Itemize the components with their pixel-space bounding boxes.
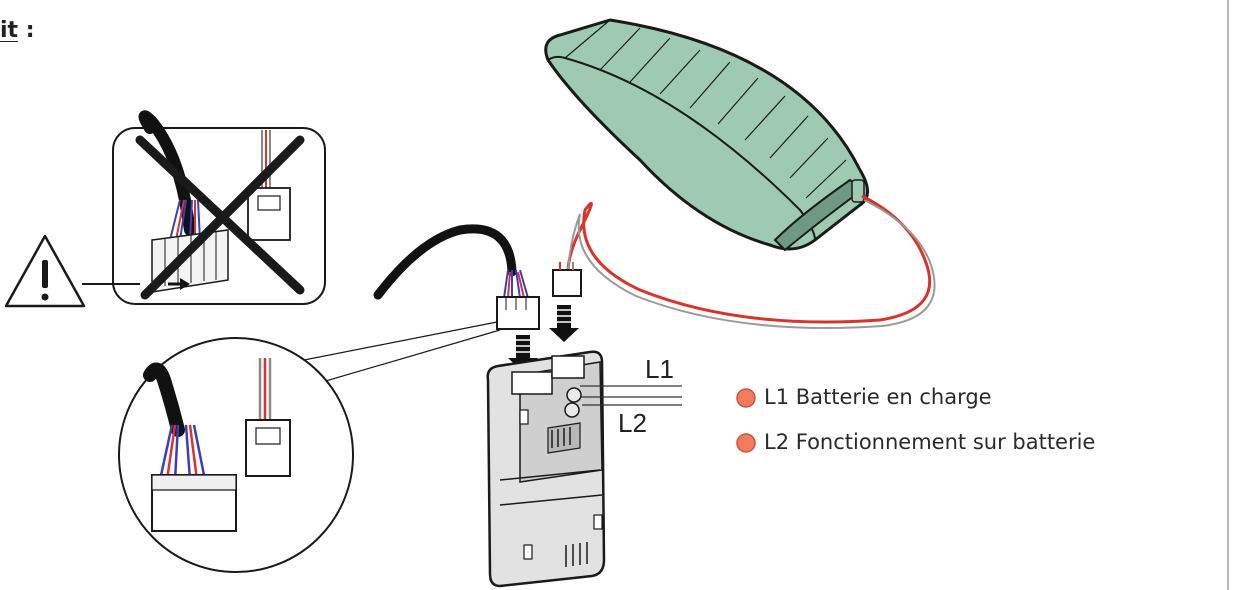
legend-l2: L2 Fonctionnement sur batterie xyxy=(764,430,1096,454)
zoom-detail xyxy=(118,321,501,573)
battery-module xyxy=(486,350,606,588)
page-heading: it : xyxy=(0,18,35,43)
heading-colon: : xyxy=(18,18,35,43)
battery-connector xyxy=(552,262,582,297)
led-indicator-l1 xyxy=(736,388,756,408)
callout-l2: L2 xyxy=(618,408,647,438)
battery-pack xyxy=(544,18,869,252)
led-indicator-l2 xyxy=(736,433,756,453)
page-edge-rule xyxy=(1227,0,1229,590)
led-leaders xyxy=(580,385,682,406)
main-cable xyxy=(373,224,540,330)
legend-l1: L1 Batterie en charge xyxy=(764,385,992,409)
prohibited-cross-icon xyxy=(135,135,305,300)
battery-wire xyxy=(566,194,936,329)
warning-icon xyxy=(4,234,140,308)
heading-text: it xyxy=(0,18,19,43)
callout-l1: L1 xyxy=(645,354,674,384)
arrow-down-icon xyxy=(549,305,579,342)
